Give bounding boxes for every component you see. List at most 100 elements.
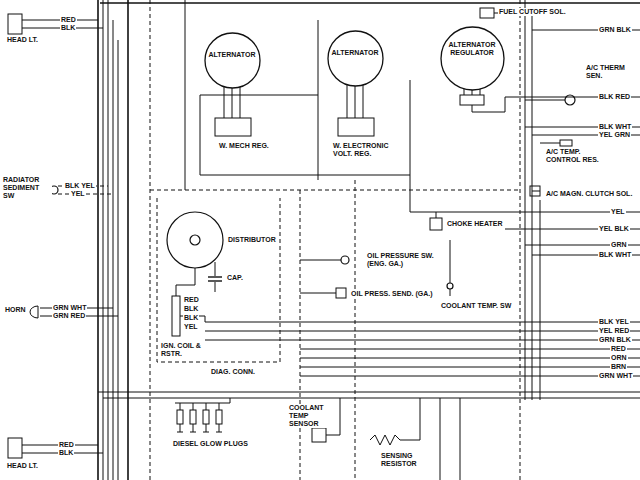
component-symbol [312, 428, 326, 442]
wire [355, 180, 356, 480]
wire-color: BRN [610, 363, 627, 371]
part-label: OIL PRESS. SEND. (GA.) [350, 290, 434, 298]
wire-color: GRN WHT [598, 372, 633, 380]
wire [113, 20, 114, 480]
part-label: CHOKE HEATER [446, 220, 503, 228]
wire [150, 190, 520, 191]
pin-name: RED [183, 296, 200, 304]
horn-symbol [30, 306, 38, 318]
wire-color: GRN BLK [598, 336, 632, 344]
wire [180, 424, 181, 432]
wire [127, 0, 129, 480]
wire [440, 398, 441, 480]
wire [300, 349, 640, 350]
wire-color: YEL [610, 208, 626, 216]
wire [200, 95, 318, 96]
part-label: A/C TEMP. CONTROL RES. [545, 148, 607, 164]
component-symbol [167, 212, 223, 268]
wire-color: BLK [60, 24, 76, 32]
component-symbol [560, 140, 572, 146]
part-label: FUEL CUTOFF SOL. [498, 8, 567, 16]
wire [100, 2, 640, 4]
part-label: W. ELECTRONIC VOLT. REG. [332, 142, 396, 158]
wire [450, 240, 451, 283]
wire-color: RED [610, 345, 627, 353]
wire [450, 289, 451, 296]
wire [300, 367, 640, 368]
wire-color: BLK [58, 449, 74, 457]
part-label: SENSING RESISTOR [380, 452, 426, 468]
component-symbol [203, 410, 209, 424]
part-label: DIESEL GLOW PLUGS [172, 440, 249, 448]
circle-outline [441, 27, 504, 90]
component-symbol [430, 218, 442, 230]
wire-color: BLK YEL [598, 318, 630, 326]
part-label: DISTRIBUTOR [227, 236, 277, 244]
alternator-circle: ALTERNATOR [327, 30, 384, 87]
part-label: HEAD LT. [6, 36, 39, 44]
circle-outline [205, 33, 260, 88]
wire [193, 403, 194, 410]
part-label: CAP. [226, 274, 244, 282]
wire [420, 212, 640, 213]
component-symbol [341, 256, 349, 264]
wire [206, 403, 207, 410]
wire [97, 0, 99, 480]
component-name: ALTERNATOR [331, 49, 378, 57]
wire [208, 276, 222, 277]
component-name: ALTERNATOR REGULATOR [447, 41, 497, 57]
wire [318, 20, 319, 180]
wire [175, 398, 230, 403]
wire-color: YEL BLK [598, 225, 630, 233]
circle-outline [328, 31, 383, 86]
wire-color: YEL RED [598, 327, 630, 335]
wire-color: GRN [610, 241, 628, 249]
wire [219, 424, 220, 432]
wire [300, 293, 336, 294]
wire [300, 376, 640, 377]
wire-color: ORN [610, 354, 628, 362]
wire [180, 403, 181, 410]
part-label: HEAD LT. [6, 462, 39, 470]
wire [205, 340, 640, 341]
wire [118, 40, 119, 480]
part-label: COOLANT TEMP SENSOR [288, 404, 338, 428]
pin-name: BLK [183, 305, 199, 313]
alternator-circle: ALTERNATOR [204, 32, 261, 89]
wire-color: YEL GRN [598, 131, 631, 139]
wire-color: GRN BLK [598, 26, 632, 34]
component-symbol [216, 410, 222, 424]
part-label: HORN [4, 306, 27, 314]
wire-color: BLK WHT [598, 123, 632, 131]
component-symbol [460, 95, 484, 105]
wire-color: BLK YEL [64, 182, 96, 190]
wire [436, 212, 437, 218]
wire [157, 198, 280, 362]
wire-color: BLK RED [598, 93, 631, 101]
wire [540, 143, 560, 144]
part-label: RADIATOR SEDIMENT SW [2, 176, 52, 200]
component-symbol [215, 118, 251, 136]
wire [185, 0, 186, 190]
wire [193, 424, 194, 432]
wire [208, 280, 222, 281]
wire [520, 0, 521, 480]
wire-color: BLK WHT [598, 251, 632, 259]
wire [205, 331, 640, 332]
wire [300, 260, 341, 261]
part-label: OIL PRESSURE SW. (ENG. GA.) [366, 252, 438, 268]
wire-color: GRN RED [52, 312, 86, 320]
wire-color: RED [58, 441, 75, 449]
component-symbol [190, 410, 196, 424]
component-symbol [336, 288, 346, 298]
component-symbol [338, 118, 374, 136]
wire [216, 432, 222, 433]
alternator-circle: ALTERNATOR REGULATOR [440, 26, 505, 91]
wire [219, 403, 220, 410]
wire [206, 424, 207, 432]
wire [205, 322, 640, 323]
component-symbol [480, 8, 494, 18]
part-label: DIAG. CONN. [210, 368, 256, 376]
component-symbol [177, 410, 183, 424]
wire [300, 190, 301, 480]
